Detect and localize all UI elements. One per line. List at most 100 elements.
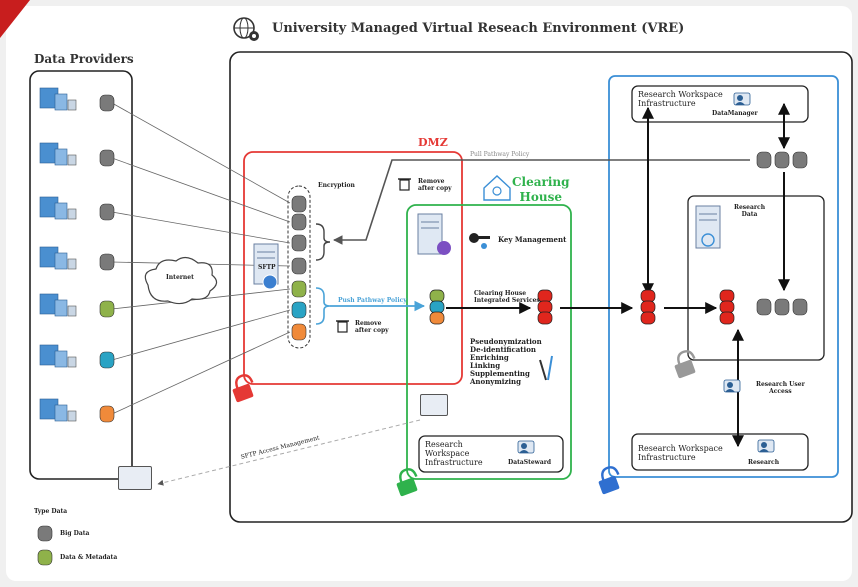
- legend-swatch: [37, 549, 53, 566]
- building-icon: [39, 196, 77, 220]
- sftp-data-pill: [291, 280, 307, 298]
- remove-after-copy-bottom: Remove after copy: [355, 320, 389, 334]
- legend-label-big-data: Big Data: [60, 530, 90, 537]
- person-body: [519, 450, 529, 453]
- clearing-house-title-line1: Clearing: [512, 175, 570, 189]
- building-icon: [39, 246, 77, 270]
- building-block: [54, 93, 68, 111]
- step-pseudonymization: Pseudonymization: [470, 337, 542, 346]
- research-lock-icon: [598, 466, 620, 495]
- brace-top: [315, 223, 331, 261]
- researcher-person-icon: [757, 439, 775, 453]
- legend-swatches: [37, 525, 53, 566]
- vre-box: [229, 51, 853, 523]
- dmz-box: [243, 151, 463, 385]
- remove-after-copy-top: Remove after copy: [418, 178, 452, 192]
- cylinder-segment: [429, 300, 445, 314]
- cylinder-segment: [429, 311, 445, 325]
- datamanager-role: DataManager: [712, 110, 758, 117]
- storage-dot: [792, 151, 808, 169]
- building-block: [54, 252, 68, 270]
- pull-pathway-arrow: [333, 159, 750, 245]
- legend-swatch: [37, 525, 53, 542]
- provider-data-pill: [99, 253, 115, 271]
- globe-gear-icon: [233, 17, 259, 41]
- building-icon: [39, 398, 77, 422]
- legend-label-data-metadata: Data & Metadata: [60, 554, 118, 561]
- building-icon: [39, 293, 77, 317]
- research-data-lock-icon: [674, 350, 696, 379]
- cylinder-segment: [640, 289, 656, 303]
- sftp-data-pill: [291, 195, 307, 213]
- sftp-access-terminal-icon: [118, 466, 152, 490]
- datasteward-role: DataSteward: [508, 459, 552, 466]
- internet-cloud: [144, 256, 218, 305]
- step-anonymizing: Anonymizing: [470, 377, 522, 386]
- provider-data-pill: [99, 203, 115, 221]
- key-management-label: Key Management: [498, 235, 567, 244]
- storage-dot: [756, 151, 772, 169]
- person-head: [521, 443, 527, 449]
- person-body: [735, 102, 745, 105]
- building-block: [67, 99, 77, 111]
- key-icon: [469, 233, 490, 249]
- top-workspace-label: Research Workspace Infrastructure: [638, 90, 723, 108]
- research-data-server-icon: [695, 205, 721, 249]
- sftp-data-pills: [291, 195, 307, 341]
- workspace-box-top: [631, 85, 809, 123]
- research-user-access-icon: [723, 379, 741, 393]
- tools-icon: [539, 355, 553, 381]
- research-data-label: Research Data: [734, 204, 766, 218]
- internet-label: Internet: [166, 274, 194, 281]
- building-block: [67, 305, 77, 317]
- research-role: Research: [748, 459, 780, 466]
- building-block: [67, 410, 77, 422]
- provider-data-pill: [99, 405, 115, 423]
- pull-pathway-label: Pull Pathway Policy: [470, 151, 530, 158]
- provider-data-pill: [99, 351, 115, 369]
- building-block: [67, 356, 77, 368]
- building-block: [54, 148, 68, 166]
- encryption-label: Encryption: [318, 182, 355, 189]
- trash-icon: [336, 320, 349, 333]
- dmz-lock-icon: [232, 374, 254, 403]
- research-user-access-label: Research User Access: [756, 381, 805, 395]
- cylinder-segment: [640, 300, 656, 314]
- sftp-access-admin-icon: [420, 394, 448, 416]
- research-entry-cylinder: [640, 289, 656, 325]
- push-pathway-label: Push Pathway Policy: [338, 297, 407, 304]
- datasteward-person-icon: [517, 440, 535, 454]
- corner-decoration: [0, 0, 30, 38]
- building-block: [54, 299, 68, 317]
- person-body: [725, 389, 735, 392]
- key-management-server-icon: [417, 213, 451, 255]
- integrated-services-cylinder: [537, 289, 553, 325]
- person-body: [759, 449, 769, 452]
- sftp-data-pill: [291, 234, 307, 252]
- data-providers-box: [29, 70, 133, 480]
- step-de-identification: De-identification: [470, 345, 536, 354]
- building-block: [67, 208, 77, 220]
- sftp-input-column: [287, 185, 311, 349]
- building-block: [54, 202, 68, 220]
- clearing-house-icon: [483, 175, 511, 201]
- research-data-cylinder: [719, 289, 735, 325]
- cylinder-segment: [537, 311, 553, 325]
- sftp-data-pill: [291, 323, 307, 341]
- storage-dot: [774, 298, 790, 316]
- provider-data-pill: [99, 149, 115, 167]
- clearing-house-title: Clearing House: [512, 175, 570, 205]
- sftp-access-arrow: [157, 419, 421, 486]
- research-storage: [756, 298, 808, 316]
- building-icon: [39, 142, 77, 166]
- storage-dot: [756, 298, 772, 316]
- sftp-data-pill: [291, 257, 307, 275]
- legend-title: Type Data: [34, 508, 68, 515]
- cylinder-segment: [640, 311, 656, 325]
- building-block: [67, 258, 77, 270]
- cylinder-segment: [719, 311, 735, 325]
- clearing-house-title-line2: House: [519, 190, 562, 204]
- datasteward-workspace-label: Research Workspace Infrastructure: [425, 440, 483, 467]
